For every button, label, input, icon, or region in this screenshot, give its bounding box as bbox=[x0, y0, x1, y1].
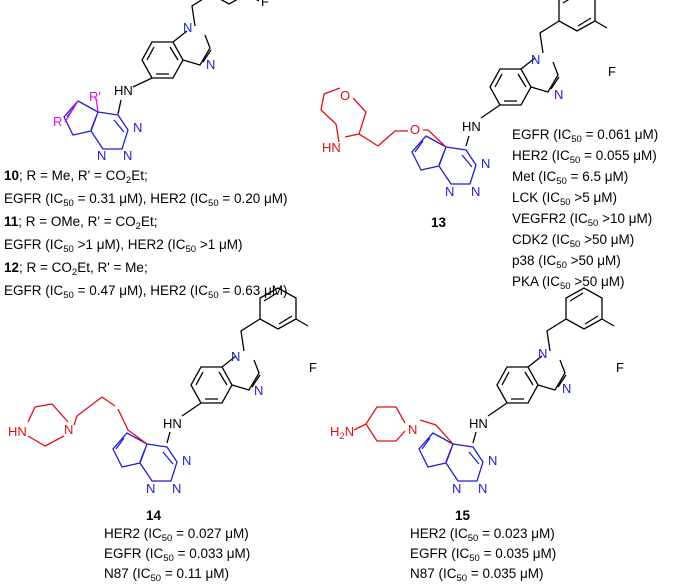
atom-n-bridge: N bbox=[452, 481, 461, 496]
atom-n1: N bbox=[231, 349, 240, 364]
activity-line: VEGFR2 (IC50 >10 μM) bbox=[512, 211, 652, 229]
atom-n2: N bbox=[206, 57, 215, 72]
compound-15-label: 15 bbox=[455, 508, 471, 523]
atom-f: F bbox=[309, 360, 317, 375]
atom-o-morpholine: O bbox=[340, 88, 350, 103]
atom-n-triazine-1: N bbox=[481, 156, 490, 171]
activity-line: N87 (IC50 = 0.035 μM) bbox=[410, 566, 544, 584]
activity-line: HER2 (IC50 = 0.055 μM) bbox=[512, 148, 657, 166]
activity-line: EGFR (IC50 = 0.035 μM) bbox=[410, 546, 556, 564]
atom-n1: N bbox=[531, 52, 540, 67]
atom-r: R bbox=[53, 114, 62, 129]
compound-15-structure: N N F HN N N N N H2N bbox=[330, 287, 624, 496]
atom-n-bridge: N bbox=[97, 148, 106, 163]
atom-n-triazine-2: N bbox=[172, 481, 181, 496]
compound-10-12-legend: 10; R = Me, R' = CO2Et; EGFR (IC50 = 0.3… bbox=[4, 168, 288, 301]
compound-14-activities: HER2 (IC50 = 0.027 μM) EGFR (IC50 = 0.03… bbox=[104, 526, 250, 584]
activity-line: CDK2 (IC50 >50 μM) bbox=[512, 232, 634, 250]
atom-n1: N bbox=[183, 20, 192, 35]
atom-f: F bbox=[608, 64, 616, 79]
atom-f: F bbox=[261, 0, 269, 9]
activity-line: EGFR (IC50 = 0.061 μM) bbox=[512, 127, 658, 145]
atom-hn: HN bbox=[114, 83, 133, 98]
atom-nh2: H2N bbox=[330, 424, 354, 442]
atom-n-triazine-1: N bbox=[133, 120, 142, 135]
cpd12-line: 12; R = CO2Et, R' = Me; bbox=[4, 260, 148, 278]
atom-hn: HN bbox=[163, 416, 182, 431]
compound-10-12-structure: N N F HN N N N R' R bbox=[53, 0, 269, 163]
cpd11-line: 11; R = OMe, R' = CO2Et; bbox=[4, 214, 157, 232]
cpd10-line: 10; R = Me, R' = CO2Et; bbox=[4, 168, 148, 186]
compound-14-structure: N N F HN N N N N HN bbox=[8, 287, 317, 496]
compound-13-label: 13 bbox=[431, 215, 447, 230]
cpd10-activity: EGFR (IC50 = 0.31 μM), HER2 (IC50 = 0.20… bbox=[4, 191, 288, 209]
activity-line: N87 (IC50 = 0.11 μM) bbox=[104, 566, 229, 584]
activity-line: HER2 (IC50 = 0.027 μM) bbox=[104, 526, 249, 544]
atom-hn: HN bbox=[469, 416, 488, 431]
compound-14-label: 14 bbox=[146, 508, 162, 523]
activity-line: EGFR (IC50 = 0.033 μM) bbox=[104, 546, 250, 564]
activity-line: p38 (IC50 >50 μM) bbox=[512, 253, 621, 271]
atom-n1: N bbox=[538, 346, 547, 361]
compound-13-structure: N N F HN N N N O O HN bbox=[320, 0, 616, 199]
atom-n-triazine-1: N bbox=[182, 453, 191, 468]
atom-hn-morpholine: HN bbox=[322, 140, 341, 155]
atom-n2: N bbox=[562, 381, 571, 396]
atom-n2: N bbox=[254, 383, 263, 398]
atom-n2: N bbox=[554, 87, 563, 102]
atom-n-diazepane: N bbox=[64, 422, 73, 437]
atom-n-triazine-2: N bbox=[478, 481, 487, 496]
atom-r-prime: R' bbox=[89, 89, 101, 104]
atom-n-bridge: N bbox=[445, 184, 454, 199]
activity-line: HER2 (IC50 = 0.023 μM) bbox=[410, 526, 555, 544]
activity-line: PKA (IC50 >50 μM) bbox=[512, 274, 625, 292]
activity-line: Met (IC50 = 6.5 μM) bbox=[512, 169, 628, 187]
compound-15-activities: HER2 (IC50 = 0.023 μM) EGFR (IC50 = 0.03… bbox=[410, 526, 556, 584]
atom-f: F bbox=[616, 360, 624, 375]
atom-hn-diazepane: HN bbox=[8, 424, 27, 439]
cpd12-activity: EGFR (IC50 = 0.47 μM), HER2 (IC50 = 0.63… bbox=[4, 283, 288, 301]
indazole-atom-labels: N N F bbox=[183, 0, 269, 72]
atom-n-triazine-2: N bbox=[471, 184, 480, 199]
atom-n-bridge: N bbox=[146, 481, 155, 496]
atom-n-triazine-2: N bbox=[123, 148, 132, 163]
compound-13-activities: EGFR (IC50 = 0.061 μM) HER2 (IC50 = 0.05… bbox=[512, 127, 658, 292]
atom-n-triazine-1: N bbox=[488, 453, 497, 468]
cpd11-activity: EGFR (IC50 >1 μM), HER2 (IC50 >1 μM) bbox=[4, 237, 243, 255]
atom-n-piperidine: N bbox=[408, 422, 417, 437]
activity-line: LCK (IC50 >5 μM) bbox=[512, 190, 617, 208]
atom-hn: HN bbox=[462, 119, 481, 134]
atom-o-ether: O bbox=[410, 122, 420, 137]
